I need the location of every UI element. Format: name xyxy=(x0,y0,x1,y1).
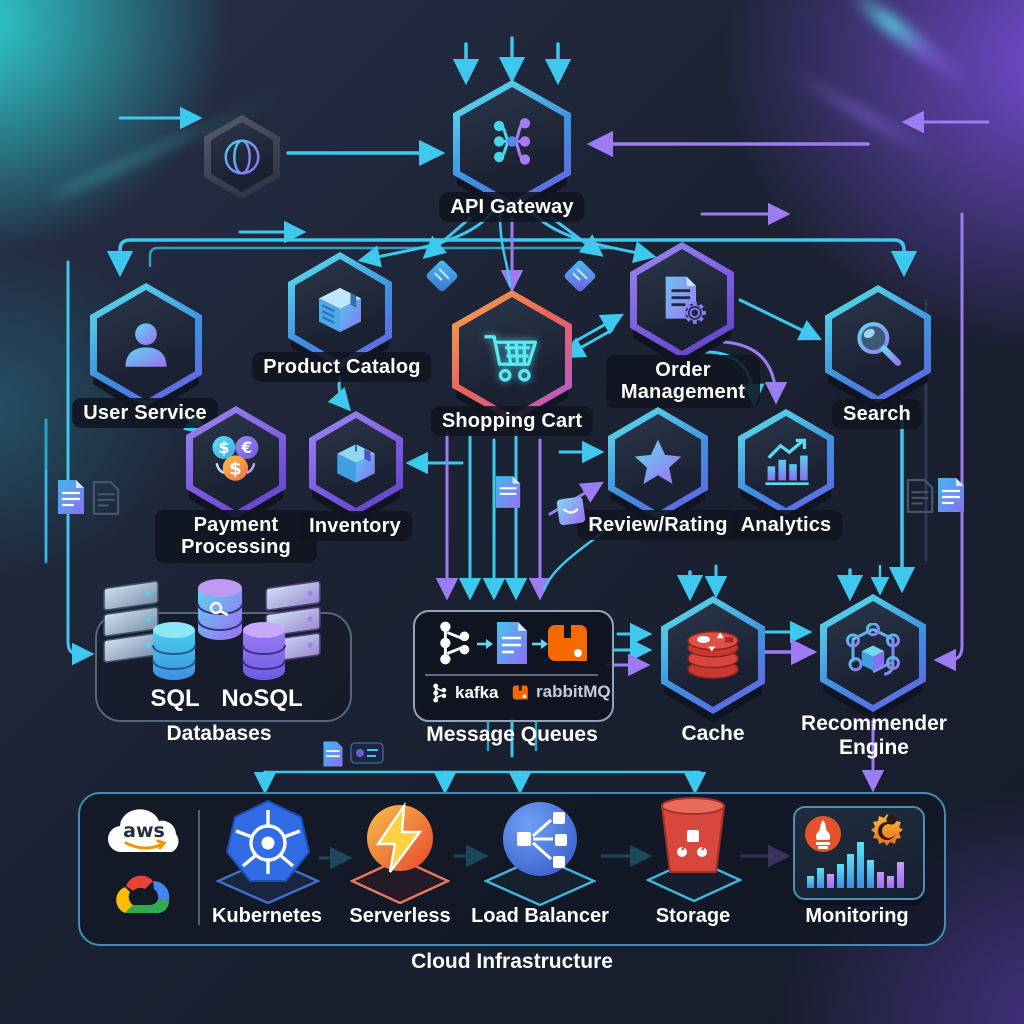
rabbitmq-wordmark: rabbitMQ xyxy=(512,682,611,702)
arrow-icon xyxy=(477,639,493,649)
user-service-node xyxy=(90,283,202,416)
data-chip-icon xyxy=(426,260,458,292)
monitoring-label: Monitoring xyxy=(805,905,909,927)
database-cylinder-icon xyxy=(197,579,243,640)
svg-text:$: $ xyxy=(218,438,229,457)
message-chip-icon xyxy=(556,496,586,526)
serverless-lightning-icon xyxy=(367,801,433,873)
decor-streak xyxy=(841,0,979,96)
review-rating-label: Review/Rating xyxy=(577,510,739,541)
search-icon xyxy=(857,322,902,366)
kafka-icon xyxy=(440,621,470,665)
svg-text:aws: aws xyxy=(123,820,165,842)
google-cloud-logo xyxy=(116,875,170,913)
internet-node xyxy=(204,115,280,199)
cart-icon xyxy=(484,335,538,382)
shopping-cart-node xyxy=(452,290,572,431)
product-catalog-label: Product Catalog xyxy=(252,352,432,383)
load-balancer-label: Load Balancer xyxy=(471,905,609,927)
aws-logo: aws xyxy=(107,809,179,853)
cloud-infrastructure-label: Cloud Infrastructure xyxy=(411,950,613,973)
rabbitmq-small-icon xyxy=(512,685,528,699)
analytics-label: Analytics xyxy=(729,510,843,541)
analytics-chart-icon xyxy=(765,438,809,485)
currency-exchange-icon: $ € $ xyxy=(212,436,259,481)
prometheus-icon xyxy=(805,816,841,852)
package-icon xyxy=(319,287,361,333)
payment-processing-node: $ € $ xyxy=(186,406,286,527)
inventory-label: Inventory xyxy=(298,511,412,542)
order-management-label: Order Management xyxy=(606,355,760,408)
analytics-node xyxy=(738,409,834,524)
kubernetes-icon xyxy=(225,799,311,882)
order-management-node xyxy=(630,242,734,367)
kubernetes-label: Kubernetes xyxy=(211,905,323,927)
file-icon xyxy=(58,480,84,514)
cloud-divider xyxy=(198,810,200,925)
order-document-gear-icon xyxy=(665,276,706,324)
inventory-node xyxy=(309,411,403,524)
user-service-label: User Service xyxy=(72,398,218,429)
file-outline-icon xyxy=(906,479,934,513)
recommender-network-icon xyxy=(845,623,900,676)
review-rating-node xyxy=(608,407,708,528)
storage-bucket-icon xyxy=(660,797,726,873)
user-icon xyxy=(125,323,167,367)
serverless-label: Serverless xyxy=(349,905,451,927)
file-icon xyxy=(938,478,964,512)
api-gateway-icon xyxy=(493,118,531,165)
message-queues-label: Message Queues xyxy=(426,723,598,746)
storage-label: Storage xyxy=(655,905,731,927)
star-icon xyxy=(634,439,682,484)
decor-streak xyxy=(780,63,950,167)
api-gateway-label: API Gateway xyxy=(439,192,585,223)
monitoring-bars-icon xyxy=(807,842,904,888)
globe-icon xyxy=(224,139,260,175)
server-stack-icon xyxy=(103,580,159,663)
databases-label: Databases xyxy=(166,722,272,745)
cache-label: Cache xyxy=(681,722,745,745)
file-icon xyxy=(495,476,521,508)
sql-cylinder-icon xyxy=(152,622,196,680)
kafka-label: kafka xyxy=(455,683,499,702)
shopping-cart-label: Shopping Cart xyxy=(430,406,594,437)
rabbitmq-label: rabbitMQ xyxy=(536,682,611,701)
grafana-icon xyxy=(871,814,903,846)
kafka-small-icon xyxy=(433,683,447,703)
mq-divider xyxy=(425,674,598,676)
api-gateway-node xyxy=(453,80,571,217)
serverless-platform xyxy=(350,858,450,904)
cache-node xyxy=(661,596,765,723)
file-outline-icon xyxy=(92,481,120,515)
rabbitmq-icon xyxy=(548,625,587,661)
load-balancer-platform xyxy=(484,856,596,906)
payment-processing-label: Payment Processing xyxy=(155,510,317,563)
data-chip-icon xyxy=(564,260,596,292)
kafka-wordmark: kafka xyxy=(430,682,498,704)
svg-text:$: $ xyxy=(229,459,242,480)
sql-label: SQL xyxy=(150,685,200,712)
recommender-engine-label: Recommender Engine xyxy=(801,712,947,760)
svg-text:€: € xyxy=(240,438,252,457)
search-label: Search xyxy=(832,399,922,430)
message-document-icon xyxy=(497,622,527,664)
data-chip-icon xyxy=(350,742,384,764)
product-catalog-node xyxy=(288,252,392,377)
load-balancer-icon xyxy=(503,802,577,876)
inventory-box-icon xyxy=(337,444,375,483)
arrow-icon xyxy=(532,639,548,649)
recommender-engine-node xyxy=(820,594,926,721)
file-icon xyxy=(323,741,343,767)
redis-icon xyxy=(687,631,739,679)
nosql-cylinder-icon xyxy=(242,622,286,680)
search-node xyxy=(825,285,931,412)
nosql-label: NoSQL xyxy=(221,685,303,712)
